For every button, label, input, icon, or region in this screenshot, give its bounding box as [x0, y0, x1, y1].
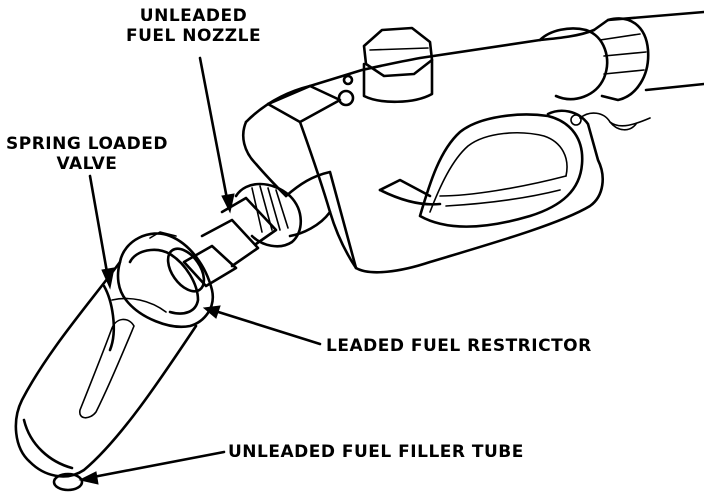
arrowhead-spring-valve	[101, 267, 115, 290]
label-unleaded-fuel-nozzle-line1: UNLEADED	[139, 6, 248, 26]
label-leaded-fuel-restrictor: LEADED FUEL RESTRICTOR	[326, 336, 592, 356]
leader-unleaded-nozzle	[198, 56, 230, 206]
label-spring-loaded-valve-line2: VALVE	[56, 154, 118, 174]
arrowhead-filler-tube	[78, 471, 99, 485]
nozzle-body	[242, 10, 704, 274]
nozzle-spout	[182, 182, 303, 288]
label-spring-loaded-valve-line1: SPRING LOADED	[6, 134, 168, 154]
leader-spring-valve	[88, 174, 110, 280]
arrowhead-unleaded-nozzle	[221, 193, 235, 214]
arrowhead-restrictor	[202, 305, 221, 319]
label-unleaded-fuel-filler-tube: UNLEADED FUEL FILLER TUBE	[228, 442, 524, 462]
label-unleaded-fuel-nozzle: UNLEADED FUEL NOZZLE	[126, 6, 261, 46]
leader-restrictor	[210, 308, 322, 346]
leader-lines	[78, 56, 322, 485]
filler-tube	[14, 260, 198, 492]
label-unleaded-fuel-nozzle-line2: FUEL NOZZLE	[126, 26, 262, 46]
leader-filler-tube	[86, 450, 226, 480]
label-spring-loaded-valve: SPRING LOADED VALVE	[6, 134, 168, 174]
